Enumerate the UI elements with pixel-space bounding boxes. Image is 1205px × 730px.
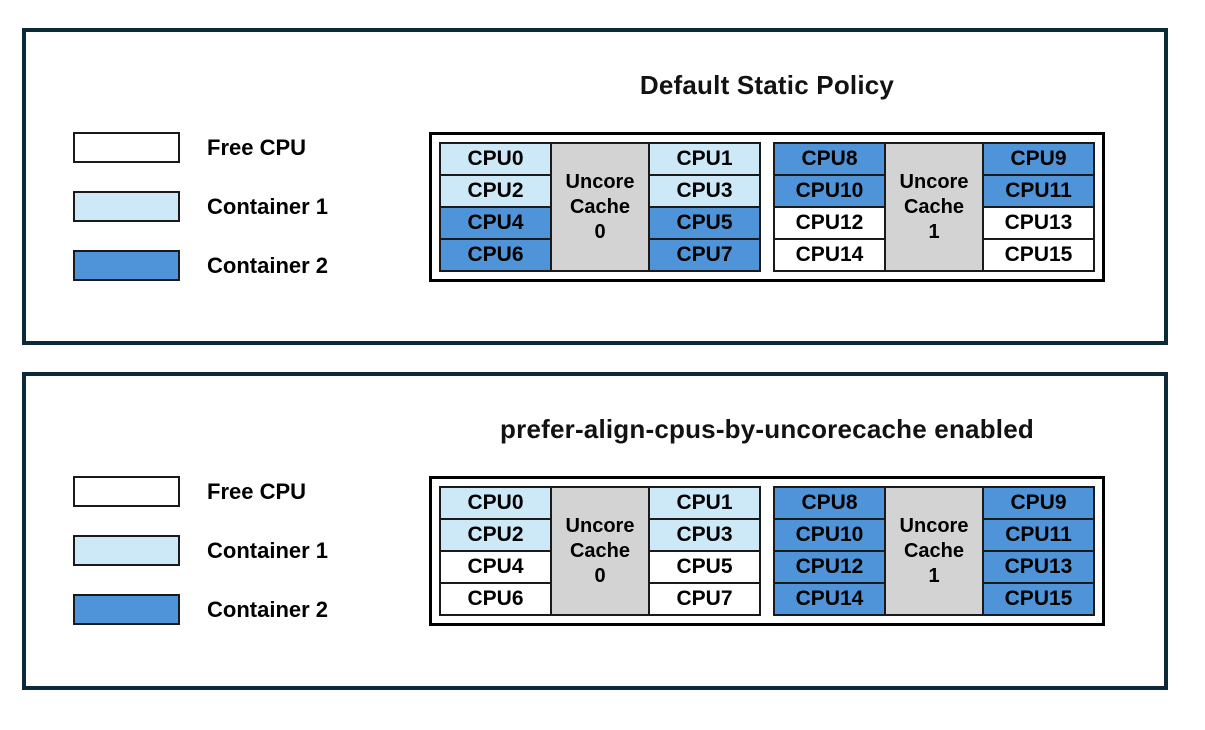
cpu-column-left: CPU8 CPU10 CPU12 CPU14: [773, 486, 886, 616]
uncore-cache-0-box: Uncore Cache 0: [550, 486, 650, 616]
uncore-cache-0-cluster: CPU0 CPU2 CPU4 CPU6 Uncore Cache 0 CPU1 …: [439, 486, 761, 616]
cpu-cell-cpu5: CPU5: [648, 550, 761, 584]
uncore-cache-label-line: 0: [594, 564, 606, 587]
cpu-cell-cpu0: CPU0: [439, 142, 552, 176]
cpu-cell-cpu4: CPU4: [439, 550, 552, 584]
cpu-cell-cpu13: CPU13: [982, 550, 1095, 584]
cpu-cell-cpu14: CPU14: [773, 582, 886, 616]
cpu-cell-cpu11: CPU11: [982, 174, 1095, 208]
cpu-cell-cpu15: CPU15: [982, 582, 1095, 616]
uncore-cache-label-line: Uncore: [899, 514, 969, 537]
legend-row-free-cpu: Free CPU: [73, 476, 328, 507]
cpu-cell-cpu0: CPU0: [439, 486, 552, 520]
cpu-cell-cpu8: CPU8: [773, 486, 886, 520]
uncore-cache-label-line: 1: [928, 564, 940, 587]
uncore-cache-1-cluster: CPU8 CPU10 CPU12 CPU14 Uncore Cache 1 CP…: [773, 486, 1095, 616]
cpu-cell-cpu7: CPU7: [648, 238, 761, 272]
legend-row-container-2: Container 2: [73, 594, 328, 625]
legend-label-container-2: Container 2: [207, 596, 329, 622]
panel-title: Default Static Policy: [639, 70, 895, 100]
legend-row-free-cpu: Free CPU: [73, 132, 328, 163]
legend-row-container-1: Container 1: [73, 191, 328, 222]
cpu-cell-cpu2: CPU2: [439, 174, 552, 208]
uncore-cache-label-line: 1: [928, 220, 940, 243]
legend-label-container-2: Container 2: [207, 252, 329, 278]
panel-prefer-align-cpus-by-uncorecache: prefer-align-cpus-by-uncorecache enabled…: [22, 372, 1168, 690]
legend-swatch-container-1: [73, 535, 180, 566]
cpu-cell-cpu5: CPU5: [648, 206, 761, 240]
cpu-cell-cpu2: CPU2: [439, 518, 552, 552]
uncore-cache-label-line: Uncore: [565, 170, 635, 193]
cpu-cell-cpu7: CPU7: [648, 582, 761, 616]
cpu-topology-diagram: CPU0 CPU2 CPU4 CPU6 Uncore Cache 0 CPU1 …: [429, 476, 1105, 626]
cpu-cell-cpu3: CPU3: [648, 518, 761, 552]
cpu-cell-cpu12: CPU12: [773, 550, 886, 584]
cpu-cell-cpu4: CPU4: [439, 206, 552, 240]
cpu-column-left: CPU0 CPU2 CPU4 CPU6: [439, 486, 552, 616]
legend: Free CPU Container 1 Container 2: [73, 132, 328, 281]
cpu-cell-cpu1: CPU1: [648, 486, 761, 520]
legend-label-free-cpu: Free CPU: [207, 478, 307, 504]
uncore-cache-label-line: 0: [594, 220, 606, 243]
cpu-cell-cpu6: CPU6: [439, 582, 552, 616]
cpu-cell-cpu6: CPU6: [439, 238, 552, 272]
cpu-cell-cpu9: CPU9: [982, 486, 1095, 520]
legend-swatch-container-2: [73, 250, 180, 281]
uncore-cache-label-line: Cache: [569, 539, 631, 562]
legend-label-free-cpu: Free CPU: [207, 134, 307, 160]
cpu-cell-cpu15: CPU15: [982, 238, 1095, 272]
cpu-column-right: CPU9 CPU11 CPU13 CPU15: [982, 142, 1095, 272]
cpu-cell-cpu1: CPU1: [648, 142, 761, 176]
uncore-cache-label-line: Cache: [903, 195, 965, 218]
legend-label-container-1: Container 1: [207, 193, 329, 219]
legend-swatch-container-2: [73, 594, 180, 625]
panel-default-static-policy: Default Static Policy Free CPU Container…: [22, 28, 1168, 345]
uncore-cache-0-cluster: CPU0 CPU2 CPU4 CPU6 Uncore Cache 0 CPU1 …: [439, 142, 761, 272]
cpu-cell-cpu13: CPU13: [982, 206, 1095, 240]
cpu-cell-cpu10: CPU10: [773, 518, 886, 552]
legend: Free CPU Container 1 Container 2: [73, 476, 328, 625]
cpu-cell-cpu8: CPU8: [773, 142, 886, 176]
legend-label-container-1: Container 1: [207, 537, 329, 563]
cpu-column-right: CPU9 CPU11 CPU13 CPU15: [982, 486, 1095, 616]
cpu-cell-cpu14: CPU14: [773, 238, 886, 272]
legend-swatch-free-cpu: [73, 476, 180, 507]
uncore-cache-label-line: Uncore: [899, 170, 969, 193]
uncore-cache-1-box: Uncore Cache 1: [884, 142, 984, 272]
legend-row-container-1: Container 1: [73, 535, 328, 566]
cpu-topology-diagram: CPU0 CPU2 CPU4 CPU6 Uncore Cache 0 CPU1 …: [429, 132, 1105, 282]
cpu-cell-cpu12: CPU12: [773, 206, 886, 240]
uncore-cache-label-line: Uncore: [565, 514, 635, 537]
uncore-cache-label-line: Cache: [903, 539, 965, 562]
cpu-column-right: CPU1 CPU3 CPU5 CPU7: [648, 486, 761, 616]
cpu-cell-cpu11: CPU11: [982, 518, 1095, 552]
uncore-cache-label-line: Cache: [569, 195, 631, 218]
cpu-column-right: CPU1 CPU3 CPU5 CPU7: [648, 142, 761, 272]
cpu-cell-cpu3: CPU3: [648, 174, 761, 208]
uncore-cache-1-cluster: CPU8 CPU10 CPU12 CPU14 Uncore Cache 1 CP…: [773, 142, 1095, 272]
uncore-cache-0-box: Uncore Cache 0: [550, 142, 650, 272]
cpu-column-left: CPU0 CPU2 CPU4 CPU6: [439, 142, 552, 272]
cpu-cell-cpu10: CPU10: [773, 174, 886, 208]
cpu-column-left: CPU8 CPU10 CPU12 CPU14: [773, 142, 886, 272]
legend-swatch-container-1: [73, 191, 180, 222]
uncore-cache-1-box: Uncore Cache 1: [884, 486, 984, 616]
legend-swatch-free-cpu: [73, 132, 180, 163]
legend-row-container-2: Container 2: [73, 250, 328, 281]
panel-title: prefer-align-cpus-by-uncorecache enabled: [500, 414, 1034, 444]
cpu-cell-cpu9: CPU9: [982, 142, 1095, 176]
